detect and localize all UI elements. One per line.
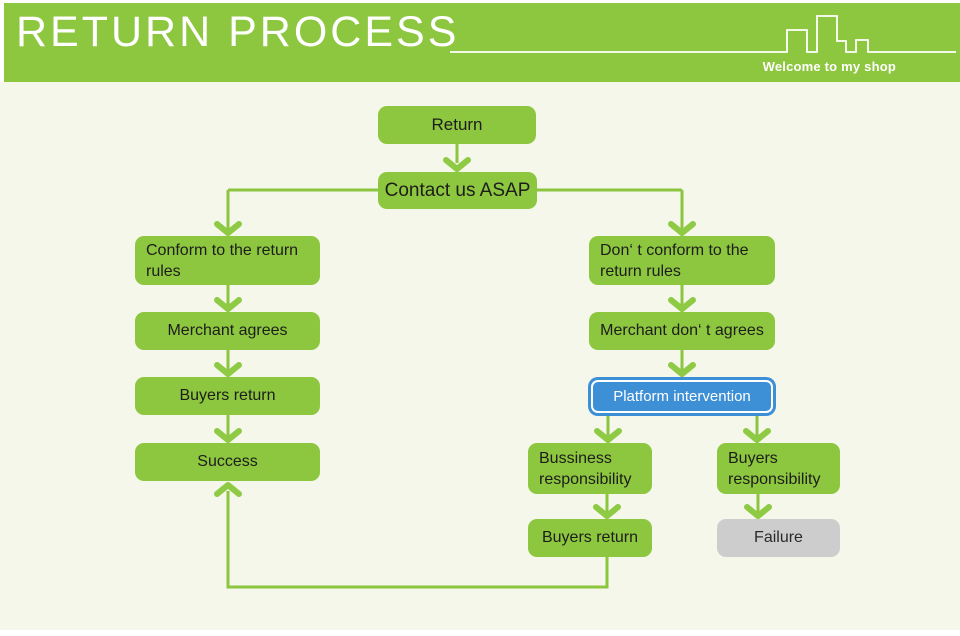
arrowhead-platform [668,362,696,377]
header-tagline: Welcome to my shop [762,59,896,74]
node-failure: Failure [717,519,840,557]
arrowhead-contact [443,157,471,172]
arrowhead-buyers-return-right [593,504,621,519]
node-bussiness-responsibility: Bussiness responsibility [528,443,652,494]
node-return: Return [378,106,536,144]
node-merchant-dont-agrees: Merchant don‘ t agrees [589,312,775,350]
line-loop-back-to-success [226,491,609,589]
arrowhead-buyers-return-left [214,362,242,377]
arrowhead-bussiness [594,428,622,443]
arrowhead-merchant-dont [668,297,696,312]
node-platform-intervention: Platform intervention [588,377,776,416]
node-merchant-agrees: Merchant agrees [135,312,320,350]
node-buyers-return-left: Buyers return [135,377,320,415]
arrowhead-success-up [214,482,242,497]
arrowhead-merchant-agrees [214,297,242,312]
arrowhead-conform [214,221,242,236]
page-title: RETURN PROCESS [16,8,460,56]
arrowhead-dont-conform [668,221,696,236]
node-buyers-return-right: Buyers return [528,519,652,557]
shop-skyline-icon [450,15,956,53]
arrowhead-buyers-resp [743,428,771,443]
arrowhead-failure [744,504,772,519]
node-buyers-responsibility: Buyers responsibility [717,443,840,494]
node-contact-us-asap: Contact us ASAP [378,172,537,209]
arrowhead-success [214,428,242,443]
node-dont-conform-to-rules: Don‘ t conform to the return rules [589,236,775,285]
node-conform-to-rules: Conform to the return rules [135,236,320,285]
header-banner: RETURN PROCESS Welcome to my shop [4,3,960,82]
node-success: Success [135,443,320,481]
